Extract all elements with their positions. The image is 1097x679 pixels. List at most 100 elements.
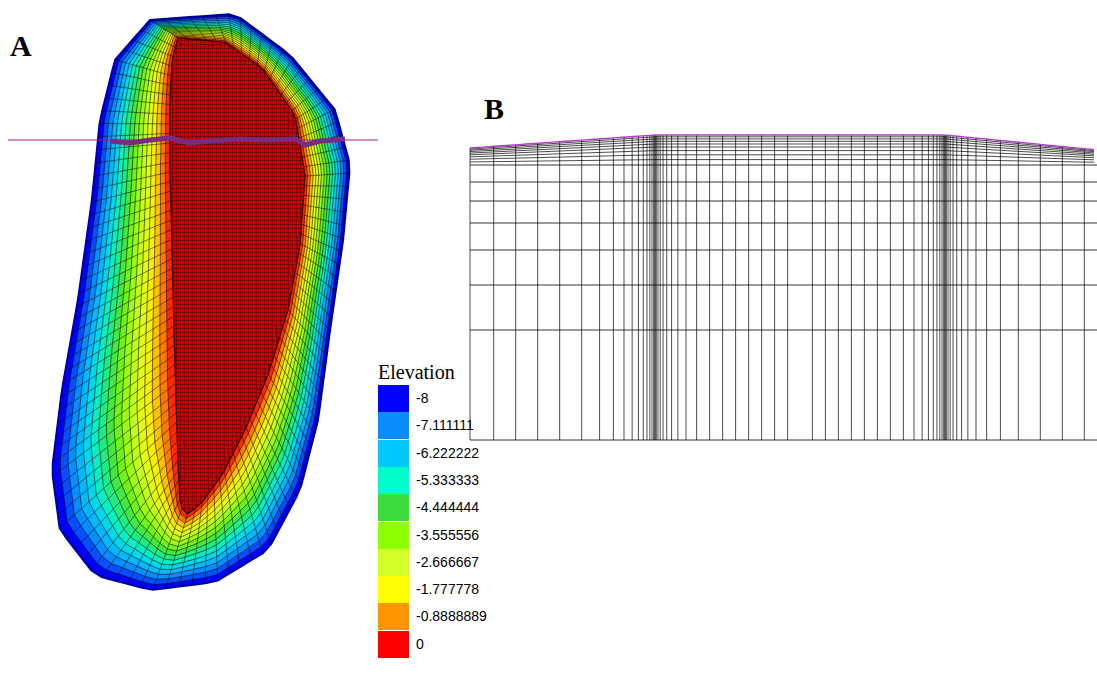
mesh-line	[150, 20, 178, 38]
mesh-line	[56, 403, 176, 502]
mesh-line	[77, 259, 172, 307]
mesh-line	[748, 135, 749, 440]
mesh-ring	[129, 31, 321, 542]
mesh-line	[1000, 140, 1001, 440]
mesh-layer	[470, 160, 1094, 163]
mesh-line	[203, 16, 217, 41]
mesh-line	[787, 135, 788, 440]
mesh-line	[903, 135, 904, 440]
mesh-line	[470, 285, 1097, 286]
legend-swatch	[378, 440, 409, 467]
mesh-line	[166, 514, 188, 588]
legend-value: -7.111111	[416, 412, 474, 439]
legend-swatch	[378, 494, 409, 521]
mesh-line	[75, 268, 173, 319]
mesh-line	[90, 191, 171, 215]
mesh-line	[257, 401, 301, 485]
mesh-line	[761, 135, 762, 440]
mesh-line	[192, 502, 202, 585]
mesh-line	[115, 480, 179, 580]
mesh-line	[53, 374, 175, 463]
mesh-line	[96, 153, 170, 163]
mesh-line	[83, 451, 178, 560]
mesh-line	[967, 137, 968, 440]
mesh-line	[242, 436, 278, 532]
panel-letter: A	[10, 31, 32, 61]
mesh-line	[913, 135, 914, 440]
mesh-ring	[91, 24, 335, 565]
mesh-line	[936, 135, 937, 440]
mesh-ring	[160, 36, 311, 523]
mesh-line	[470, 440, 1097, 441]
mesh-ring	[122, 30, 325, 546]
mesh-line	[655, 135, 656, 440]
mesh-line	[219, 479, 229, 574]
mesh-line	[877, 135, 878, 440]
mesh-line	[302, 147, 345, 157]
mesh-line	[109, 85, 171, 95]
legend-value: 0	[416, 631, 424, 658]
top-surface	[470, 135, 1094, 150]
legend-value: -5.333333	[416, 467, 479, 494]
legend-swatch	[378, 467, 409, 494]
panel-letter: B	[484, 94, 504, 124]
mesh-line	[61, 326, 174, 398]
mesh-line	[947, 135, 948, 440]
mesh-line	[671, 135, 672, 440]
legend-swatch	[378, 412, 409, 439]
mesh-ring	[60, 17, 346, 585]
mesh-line	[851, 135, 852, 440]
mesh-ring	[53, 14, 349, 589]
legend-swatch	[378, 549, 409, 576]
mesh-line	[677, 135, 678, 440]
mesh-line	[976, 138, 977, 440]
mesh-line	[290, 300, 328, 343]
mesh-line	[264, 42, 272, 71]
mesh-line	[280, 337, 322, 395]
mesh-line	[58, 345, 175, 423]
mesh-line	[265, 383, 308, 460]
mesh-line	[945, 135, 946, 440]
mesh-line	[666, 135, 667, 440]
mesh-line	[1062, 147, 1063, 440]
mesh-layer	[470, 155, 1094, 160]
mesh-line	[653, 135, 654, 440]
legend-swatch	[378, 522, 409, 549]
mesh-line	[643, 136, 644, 440]
dense-core-mesh	[170, 38, 305, 514]
mesh-line	[864, 135, 865, 440]
mesh-line	[709, 135, 710, 440]
mesh-line	[470, 165, 1097, 166]
mesh-line	[300, 243, 339, 264]
mesh-line	[63, 316, 174, 384]
mesh-line	[825, 135, 826, 440]
mesh-line	[92, 182, 171, 203]
mesh-line	[216, 15, 226, 42]
mesh-ring	[68, 19, 344, 580]
section-mesh	[470, 135, 1097, 440]
mesh-line	[93, 172, 170, 189]
mesh-line	[59, 336, 174, 411]
mesh-line	[299, 122, 338, 138]
mesh-line	[838, 135, 839, 440]
mesh-line	[75, 441, 177, 549]
mesh-line	[537, 143, 538, 440]
mesh-line	[945, 135, 946, 440]
mesh-line	[70, 287, 173, 345]
mesh-line	[83, 230, 172, 268]
mesh-line	[890, 135, 891, 440]
mesh-line	[72, 278, 172, 333]
mesh-line	[928, 135, 929, 440]
mesh-line	[58, 413, 176, 516]
mesh-line	[656, 135, 657, 440]
legend-value: -6.222222	[416, 440, 479, 467]
mesh-line	[657, 135, 658, 440]
mesh-line	[288, 310, 326, 356]
mesh-line	[933, 135, 934, 440]
mesh-line	[686, 135, 687, 440]
mesh-line	[102, 111, 170, 114]
mesh-line	[94, 162, 170, 176]
mesh-line	[942, 135, 943, 440]
